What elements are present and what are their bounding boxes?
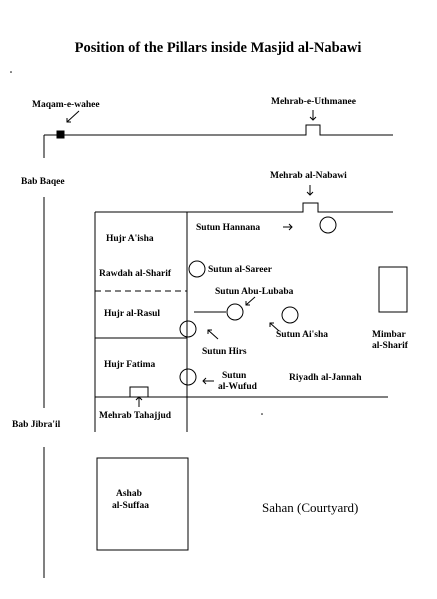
label-mehrab-tahajjud: Mehrab Tahajjud <box>99 411 172 421</box>
maqam-marker <box>56 130 65 139</box>
label-maqam: Maqam-e-wahee <box>32 100 100 110</box>
label-ashab-2: al-Suffaa <box>112 501 149 511</box>
label-mehrab-uthmanee: Mehrab-e-Uthmanee <box>271 97 356 107</box>
label-sutun-hannana: Sutun Hannana <box>196 223 260 233</box>
label-mehrab-nabawi: Mehrab al-Nabawi <box>270 171 347 181</box>
pillar-hirs <box>179 320 197 338</box>
label-hujr-rasul: Hujr al-Rasul <box>104 309 160 319</box>
label-sahan: Sahan (Courtyard) <box>262 500 358 515</box>
pillar-sareer <box>188 260 206 278</box>
label-bab-baqee: Bab Baqee <box>21 177 65 187</box>
mimbar <box>378 266 408 313</box>
ashab-suffaa-box <box>96 457 189 551</box>
diagram-lines <box>43 110 408 578</box>
label-ashab-1: Ashab <box>116 489 142 499</box>
mehrab-tahajjud-notch <box>129 386 149 397</box>
label-sutun-aisha: Sutun Ai'sha <box>276 330 328 340</box>
pillar-abu-lubaba <box>226 303 244 321</box>
label-sutun-hirs: Sutun Hirs <box>202 347 247 357</box>
dot-mark <box>10 71 12 73</box>
inner-north-wall <box>95 202 393 213</box>
north-wall <box>44 124 393 136</box>
dot-mark <box>261 413 263 415</box>
label-sutun-wufud-2: al-Wufud <box>218 382 258 392</box>
pillar-aisha <box>281 306 299 324</box>
label-mimbar-1: Mimbar <box>372 330 407 340</box>
label-hujr-aisha: Hujr A'isha <box>106 234 154 244</box>
label-hujr-fatima: Hujr Fatima <box>104 360 156 370</box>
pillar-hannana <box>319 216 337 234</box>
pillar-wufud <box>179 368 197 386</box>
label-sutun-sareer: Sutun al-Sareer <box>208 265 273 275</box>
diagram-title: Position of the Pillars inside Masjid al… <box>75 40 362 56</box>
label-sutun-abu-lubaba: Sutun Abu-Lubaba <box>215 287 294 297</box>
label-mimbar-2: al-Sharif <box>372 341 409 351</box>
label-rawdah: Rawdah al-Sharif <box>99 269 172 279</box>
label-riyadh: Riyadh al-Jannah <box>289 373 362 383</box>
label-sutun-wufud-1: Sutun <box>222 371 247 381</box>
arrows <box>66 110 317 407</box>
label-bab-jibrail: Bab Jibra'il <box>12 420 61 430</box>
